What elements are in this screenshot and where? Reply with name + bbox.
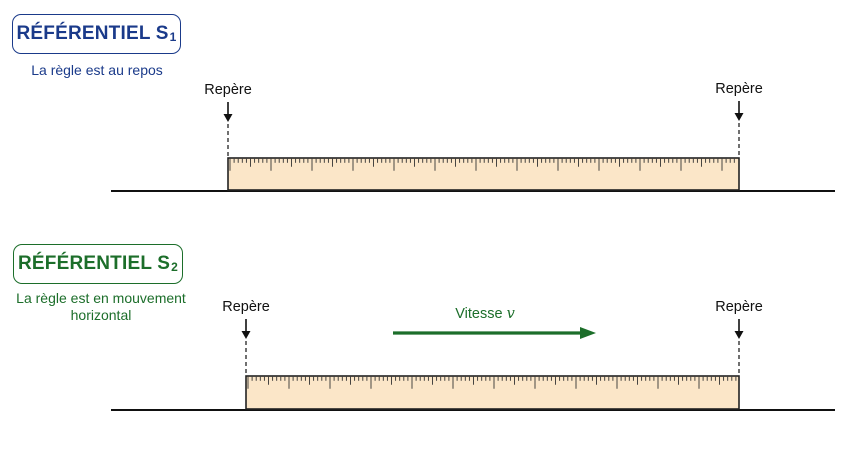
frame-s1-subscript: 1 xyxy=(169,30,177,44)
marker-s1-right xyxy=(734,101,744,158)
frame-s2-caption-line1: La règle est en mouvement xyxy=(16,290,186,306)
ruler-s1-body xyxy=(227,157,740,191)
frame-s1-caption: La règle est au repos xyxy=(31,62,163,78)
marker-label-s2-right: Repère xyxy=(715,299,763,315)
frame-s2-subscript: 2 xyxy=(171,260,179,274)
velocity-label-text: Vitesse xyxy=(455,306,503,322)
frame-s1-title: RÉFÉRENTIEL S xyxy=(16,23,169,44)
arrow-down-icon xyxy=(734,113,744,121)
marker-label-s1-left: Repère xyxy=(204,82,252,98)
arrow-right-icon xyxy=(580,327,596,339)
frame-s2-caption-line2: horizontal xyxy=(70,307,132,323)
ruler-s1-ticks xyxy=(229,158,735,171)
ruler-s2-body xyxy=(245,375,740,410)
velocity-arrow xyxy=(393,327,596,339)
velocity-symbol: v xyxy=(506,306,515,322)
frame-s2-title: RÉFÉRENTIEL S xyxy=(17,253,171,274)
marker-label-s2-left: Repère xyxy=(222,299,270,315)
frame-s2-caption: La règle est en mouvement horizontal xyxy=(4,290,198,324)
ruler-s1 xyxy=(227,157,740,191)
marker-label-s1-right: Repère xyxy=(715,81,763,97)
marker-s1-left xyxy=(223,102,233,158)
marker-s2-left xyxy=(241,319,251,376)
arrow-down-icon xyxy=(223,114,233,122)
arrow-down-icon xyxy=(734,331,744,339)
ruler-s2-ticks xyxy=(247,376,737,389)
arrow-down-icon xyxy=(241,331,251,339)
velocity-label: Vitesse v xyxy=(430,306,540,322)
ruler-s2 xyxy=(245,375,740,410)
marker-s2-right xyxy=(734,319,744,376)
